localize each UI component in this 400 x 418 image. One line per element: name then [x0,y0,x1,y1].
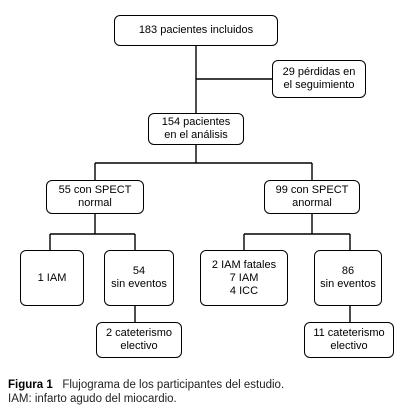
node-text-line: el seguimiento [283,79,355,91]
node-text-line: 54 [132,265,146,277]
node-text-line: sin eventos [111,278,167,290]
node-text-line: 2 IAM fatales [211,258,277,271]
node-text-line: anormal [292,197,332,209]
node-normal-iam: 1 IAM [20,250,84,306]
caption-title: Flujograma de los participantes del estu… [62,379,285,391]
node-text-line: 11 cateterismo [313,327,385,339]
caption-title-line: Figura 1 Flujograma de los participantes… [8,378,396,392]
node-text-line: 99 con SPECT [275,184,349,196]
node-included: 183 pacientes incluidos [114,15,278,46]
node-text-line: electivo [330,340,368,352]
node-text-line: 55 con SPECT [58,184,132,196]
node-text: 1 IAM [38,272,67,285]
caption-note: IAM: infarto agudo del miocardio. [8,393,177,405]
node-text-line: 2 cateterismo [105,327,173,339]
node-text-line: 183 pacientes incluidos [138,24,254,36]
node-text-line: en el análisis [164,129,228,141]
node-text-line: 154 pacientes [161,116,231,128]
figure-caption: Figura 1 Flujograma de los participantes… [8,378,396,406]
node-text: 183 pacientes incluidos [139,24,253,37]
node-text-line: 29 pérdidas en [282,66,356,78]
node-text-line: 4 ICC [229,284,259,297]
node-text-line: normal [78,197,112,209]
node-text-line: 7 IAM [229,271,259,284]
node-text-line: 1 IAM [37,271,67,284]
node-text-line: electivo [120,340,158,352]
caption-figure-label: Figura 1 [8,379,53,391]
node-text-line: sin eventos [320,278,376,290]
node-text-line: 86 [341,265,355,277]
